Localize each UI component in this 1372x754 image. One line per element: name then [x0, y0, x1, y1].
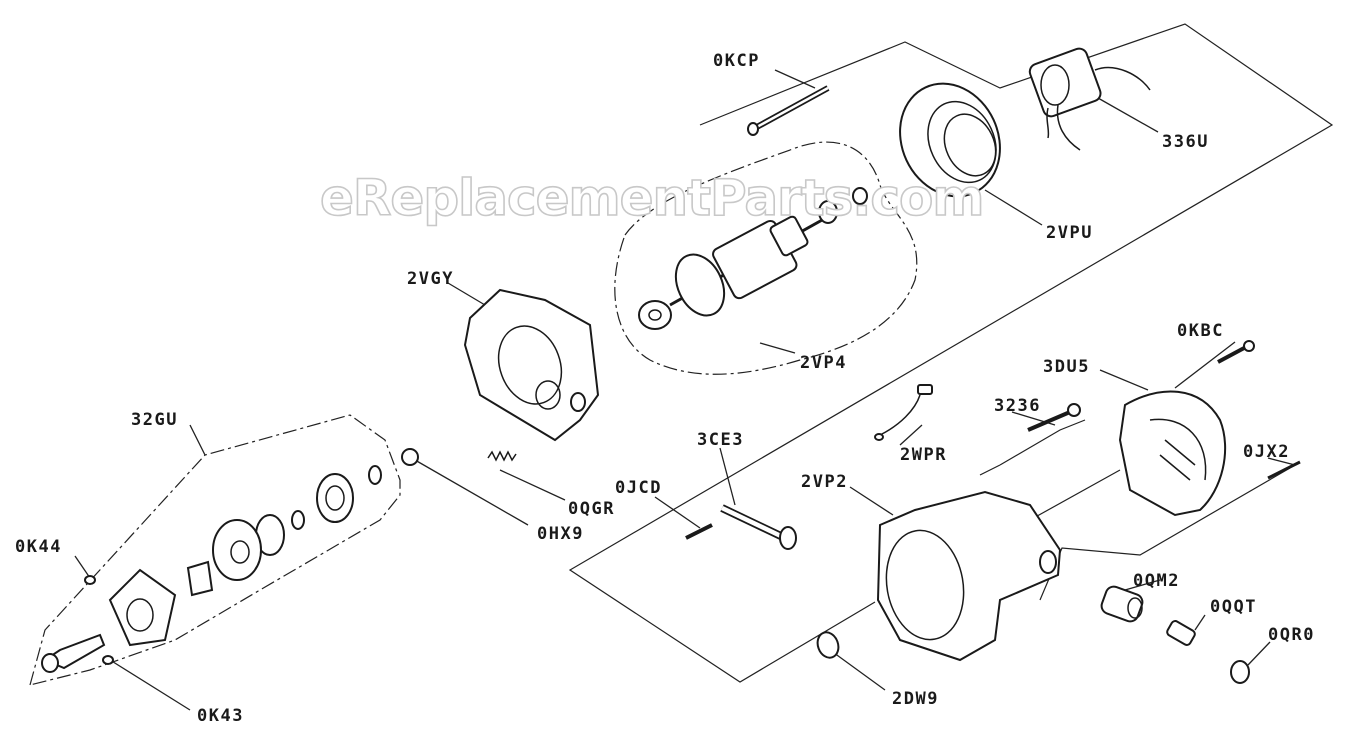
- screw-0jx2: [1267, 460, 1301, 480]
- part-labels: 0KCP 336U 2VPU 2VGY 2VP4 0KBC 3DU5 3236 …: [15, 51, 1315, 726]
- label-0qgr: 0QGR: [568, 499, 615, 519]
- motor-housing-2vp2: [876, 490, 1062, 662]
- label-0qqt: 0QQT: [1210, 597, 1257, 617]
- wire-2wpr: [874, 384, 933, 441]
- screw-0k44: [84, 575, 96, 585]
- label-2vp4: 2VP4: [800, 353, 847, 373]
- spring-0qqt: [1166, 620, 1196, 646]
- label-0kbc: 0KBC: [1177, 321, 1224, 341]
- label-0jx2: 0JX2: [1243, 442, 1290, 462]
- screw-3236: [1027, 403, 1081, 432]
- oring-2dw9: [816, 631, 840, 659]
- label-0k44: 0K44: [15, 537, 62, 557]
- field-case-2vpu: [899, 82, 1001, 198]
- pin-3ce3: [720, 504, 797, 550]
- pin-0jcd: [685, 523, 713, 540]
- end-cap-3du5: [1118, 390, 1227, 517]
- label-2dw9: 2DW9: [892, 689, 939, 709]
- group-boundary-32gu: [29, 414, 401, 686]
- label-0hx9: 0HX9: [537, 524, 584, 544]
- screw-0kbc: [1217, 340, 1255, 364]
- label-3du5: 3DU5: [1043, 357, 1090, 377]
- label-2wpr: 2WPR: [900, 445, 947, 465]
- label-3ce3: 3CE3: [697, 430, 744, 450]
- label-2vp2: 2VP2: [801, 472, 848, 492]
- label-32gu: 32GU: [131, 410, 178, 430]
- bushing-0hx9: [401, 448, 419, 466]
- screw-0k43: [102, 655, 114, 665]
- spring-0qgr: [487, 450, 517, 462]
- label-2vpu: 2VPU: [1046, 223, 1093, 243]
- label-0k43: 0K43: [197, 706, 244, 726]
- label-3236: 3236: [994, 396, 1041, 416]
- leader-lines: [74, 69, 1296, 711]
- label-336u: 336U: [1162, 132, 1209, 152]
- label-0jcd: 0JCD: [615, 478, 662, 498]
- label-0kcp: 0KCP: [713, 51, 760, 71]
- armature-2vp4: [638, 187, 868, 330]
- gear-housing-2vgy: [463, 288, 600, 442]
- watermark: eReplacementParts.com: [320, 169, 984, 227]
- stator-336u: [1028, 47, 1151, 151]
- gear-group-32gu: [41, 465, 382, 673]
- cap-0qr0: [1230, 660, 1250, 684]
- screw-0kcp: [747, 85, 830, 136]
- label-0qm2: 0QM2: [1133, 571, 1180, 591]
- group-boundary-2vp4: [614, 141, 918, 375]
- bushing-0qm2: [1100, 585, 1144, 623]
- label-2vgy: 2VGY: [407, 269, 454, 289]
- label-0qr0: 0QR0: [1268, 625, 1315, 645]
